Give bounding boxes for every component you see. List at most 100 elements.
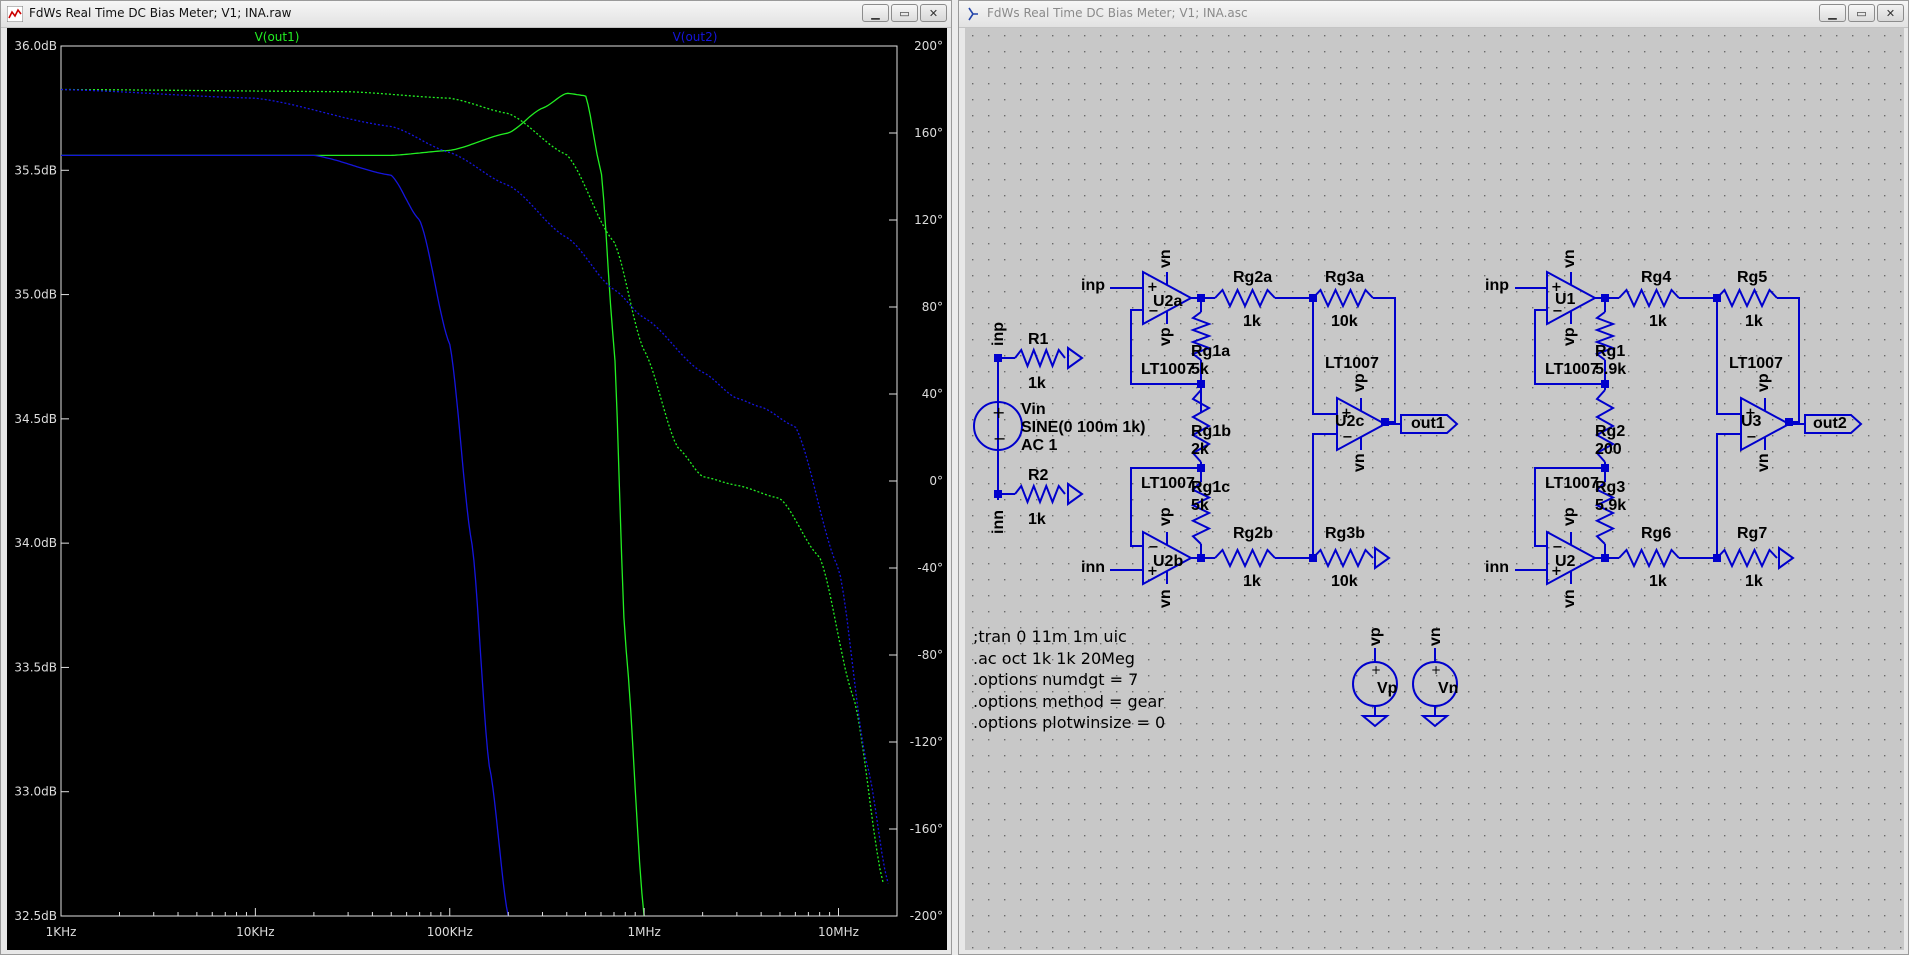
resistor-rg2-name[interactable]: Rg2 xyxy=(1595,423,1625,440)
opamp-model-label[interactable]: LT1007 xyxy=(1729,355,1783,372)
resistor-rg7-value[interactable]: 1k xyxy=(1745,573,1763,590)
opamp-u2b-name[interactable]: U2b xyxy=(1153,553,1183,570)
schematic-titlebar[interactable]: FdWs Real Time DC Bias Meter; V1; INA.as… xyxy=(959,1,1908,28)
resistor-rg1-value[interactable]: 5.9k xyxy=(1595,361,1626,378)
opamp-model-label[interactable]: LT1007 xyxy=(1141,361,1195,378)
opamp-u2c-name[interactable]: U2c xyxy=(1335,413,1364,430)
opamp-model-label[interactable]: LT1007 xyxy=(1545,475,1599,492)
schematic-canvas[interactable]: +−+−+−+−+−+−+−++ inp inn inp inn out1 ou… xyxy=(965,28,1904,950)
opamp-model-label[interactable]: LT1007 xyxy=(1325,355,1379,372)
trace-vout1-phase[interactable] xyxy=(61,88,884,884)
resistor-symbol[interactable] xyxy=(1214,547,1276,569)
resistor-rg6-value[interactable]: 1k xyxy=(1649,573,1667,590)
legend-vout2[interactable]: V(out2) xyxy=(673,30,718,44)
resistor-symbol[interactable] xyxy=(1014,347,1066,369)
opamp-u3-name[interactable]: U3 xyxy=(1741,413,1762,430)
resistor-symbol[interactable] xyxy=(1190,311,1212,361)
resistor-rg5-value[interactable]: 1k xyxy=(1745,313,1763,330)
plus-sign: + xyxy=(1341,406,1352,421)
resistor-rg1a-name[interactable]: Rg1a xyxy=(1191,343,1230,360)
maximize-button[interactable]: ▭ xyxy=(891,4,918,22)
opamp-model-label[interactable]: LT1007 xyxy=(1141,475,1195,492)
resistor-rg3-name[interactable]: Rg3 xyxy=(1595,479,1625,496)
resistor-rg1b-value[interactable]: 2k xyxy=(1191,441,1209,458)
resistor-symbol[interactable] xyxy=(1190,481,1212,545)
resistor-symbol[interactable] xyxy=(1190,389,1212,463)
netlabel-inp[interactable]: inp xyxy=(1081,277,1105,294)
y2-tick-label: 160° xyxy=(914,126,943,140)
spice-directive[interactable]: .options plotwinsize = 0 xyxy=(973,713,1165,732)
netlabel-inn-vertical[interactable]: inn xyxy=(990,510,1007,534)
wire xyxy=(1130,467,1201,547)
opamp-u2-name[interactable]: U2 xyxy=(1555,553,1576,570)
resistor-rg1-name[interactable]: Rg1 xyxy=(1595,343,1625,360)
opamp-u1-name[interactable]: U1 xyxy=(1555,291,1576,308)
resistor-symbol[interactable] xyxy=(1716,287,1778,309)
source-vin-spec[interactable]: SINE(0 100m 1k) xyxy=(1021,419,1146,436)
close-button[interactable]: ✕ xyxy=(920,4,947,22)
resistor-rg3a-name[interactable]: Rg3a xyxy=(1325,269,1364,286)
resistor-rg3a-value[interactable]: 10k xyxy=(1331,313,1358,330)
resistor-r1-name[interactable]: R1 xyxy=(1028,331,1049,348)
resistor-rg3b-value[interactable]: 10k xyxy=(1331,573,1358,590)
resistor-symbol[interactable] xyxy=(1594,311,1616,361)
opamp-u2a-name[interactable]: U2a xyxy=(1153,293,1182,310)
resistor-symbol[interactable] xyxy=(1716,547,1778,569)
spice-directive[interactable]: .options numdgt = 7 xyxy=(973,670,1138,689)
source-vin-name[interactable]: Vin xyxy=(1021,401,1046,418)
opamp-model-label[interactable]: LT1007 xyxy=(1545,361,1599,378)
waveform-window[interactable]: FdWs Real Time DC Bias Meter; V1; INA.ra… xyxy=(0,0,952,955)
resistor-symbol[interactable] xyxy=(1618,547,1680,569)
resistor-rg2b-name[interactable]: Rg2b xyxy=(1233,525,1273,542)
resistor-rg3-value[interactable]: 5.9k xyxy=(1595,497,1626,514)
close-button[interactable]: ✕ xyxy=(1877,4,1904,22)
resistor-symbol[interactable] xyxy=(1594,481,1616,545)
resistor-rg2b-value[interactable]: 1k xyxy=(1243,573,1261,590)
minimize-button[interactable]: ▁ xyxy=(862,4,889,22)
resistor-rg3b-name[interactable]: Rg3b xyxy=(1325,525,1365,542)
spice-directive[interactable]: .ac oct 1k 1k 20Meg xyxy=(973,649,1135,668)
close-icon: ✕ xyxy=(1885,6,1896,20)
minimize-button[interactable]: ▁ xyxy=(1819,4,1846,22)
trace-vout2-phase[interactable] xyxy=(60,88,889,884)
spice-directive[interactable]: .options method = gear xyxy=(973,692,1164,711)
resistor-rg1b-name[interactable]: Rg1b xyxy=(1191,423,1231,440)
resistor-symbol[interactable] xyxy=(1594,389,1616,463)
resistor-rg6-name[interactable]: Rg6 xyxy=(1641,525,1671,542)
trace-vout2-magnitude[interactable] xyxy=(61,154,509,917)
resistor-rg1c-value[interactable]: 5k xyxy=(1191,497,1209,514)
resistor-symbol[interactable] xyxy=(1214,287,1276,309)
netlabel-inp[interactable]: inp xyxy=(1485,277,1509,294)
netlabel-out1[interactable]: out1 xyxy=(1411,415,1445,432)
resistor-r2-name[interactable]: R2 xyxy=(1028,467,1049,484)
resistor-symbol[interactable] xyxy=(1014,483,1066,505)
resistor-r1-value[interactable]: 1k xyxy=(1028,375,1046,392)
vin-source-symbol[interactable] xyxy=(973,401,1023,451)
resistor-rg2a-name[interactable]: Rg2a xyxy=(1233,269,1272,286)
resistor-rg1a-value[interactable]: 5k xyxy=(1191,361,1209,378)
resistor-symbol[interactable] xyxy=(1312,547,1374,569)
supply-vn-name[interactable]: Vn xyxy=(1438,680,1458,697)
spice-directive[interactable]: ;tran 0 11m 1m uic xyxy=(973,627,1127,646)
resistor-rg7-name[interactable]: Rg7 xyxy=(1737,525,1767,542)
netlabel-inn[interactable]: inn xyxy=(1081,559,1105,576)
netlabel-inn[interactable]: inn xyxy=(1485,559,1509,576)
supply-vp-name[interactable]: Vp xyxy=(1377,680,1398,697)
schematic-window[interactable]: FdWs Real Time DC Bias Meter; V1; INA.as… xyxy=(958,0,1909,955)
netlabel-out2[interactable]: out2 xyxy=(1813,415,1847,432)
resistor-rg2a-value[interactable]: 1k xyxy=(1243,313,1261,330)
source-vin-ac[interactable]: AC 1 xyxy=(1021,437,1058,454)
waveform-titlebar[interactable]: FdWs Real Time DC Bias Meter; V1; INA.ra… xyxy=(1,1,951,28)
resistor-rg4-name[interactable]: Rg4 xyxy=(1641,269,1671,286)
resistor-symbol[interactable] xyxy=(1618,287,1680,309)
resistor-rg5-name[interactable]: Rg5 xyxy=(1737,269,1767,286)
resistor-r2-value[interactable]: 1k xyxy=(1028,511,1046,528)
legend-vout1[interactable]: V(out1) xyxy=(255,30,300,44)
resistor-rg4-value[interactable]: 1k xyxy=(1649,313,1667,330)
maximize-button[interactable]: ▭ xyxy=(1848,4,1875,22)
resistor-symbol[interactable] xyxy=(1312,287,1374,309)
resistor-rg1c-name[interactable]: Rg1c xyxy=(1191,479,1230,496)
netlabel-inp-vertical[interactable]: inp xyxy=(990,322,1007,346)
resistor-rg2-value[interactable]: 200 xyxy=(1595,441,1622,458)
